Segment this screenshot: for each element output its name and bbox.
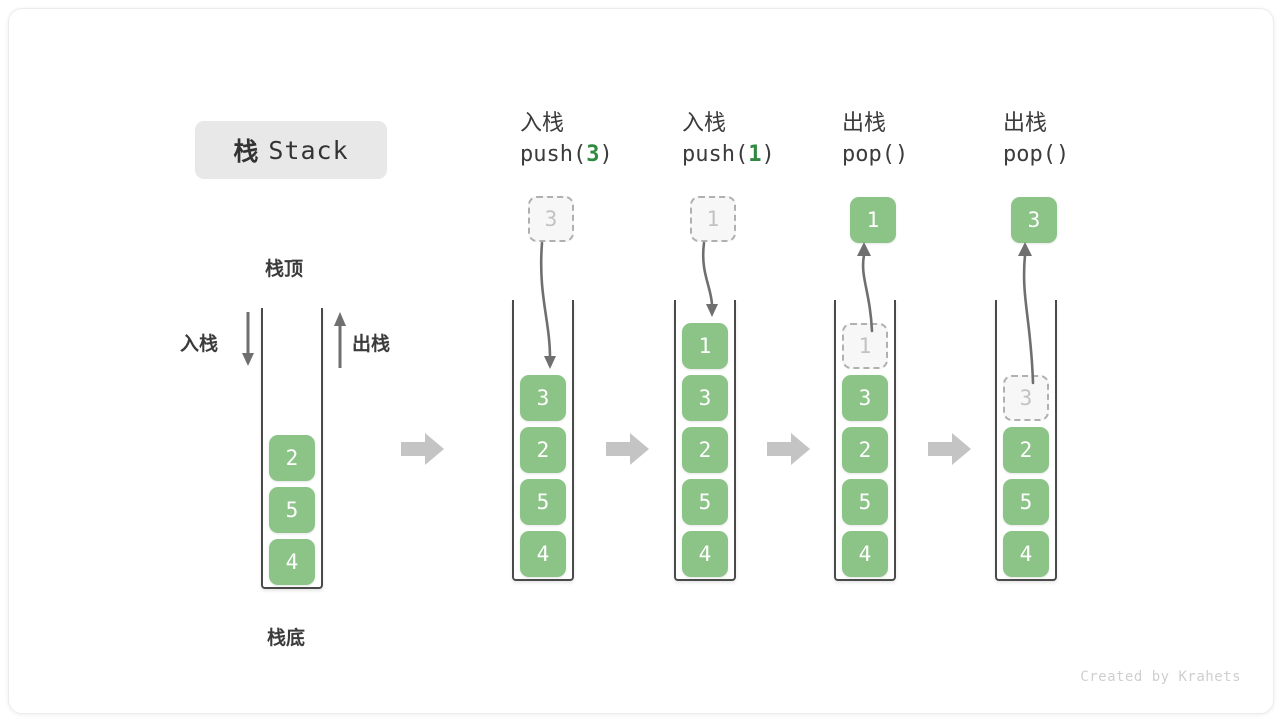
stack-cells-pop-1: 1 3 2 5 4 — [842, 300, 888, 581]
step-header-operation: 出栈 — [842, 111, 887, 136]
reference-stack-cells: 2 5 4 — [269, 308, 315, 589]
stack-cell: 3 — [842, 375, 888, 421]
step-header-call: push(1) — [682, 139, 852, 171]
flow-arrow-push-3-icon — [524, 241, 584, 389]
step-header-operation: 入栈 — [682, 111, 727, 136]
step-header-call: push(3) — [520, 139, 690, 171]
step-header-call: pop() — [842, 139, 1012, 171]
stack-cell: 1 — [682, 323, 728, 369]
stack-cell: 4 — [520, 531, 566, 577]
stack-top-label: 栈顶 — [265, 258, 304, 280]
stack-cells-push-1: 1 3 2 5 4 — [682, 300, 728, 581]
flow-arrow-pop-1-icon — [846, 241, 906, 337]
stack-cell: 2 — [520, 427, 566, 473]
call-close: ) — [761, 142, 775, 167]
step-header-operation: 入栈 — [520, 111, 565, 136]
stack-cells-pop-3: 3 2 5 4 — [1003, 300, 1049, 581]
push-direction-arrow-icon — [239, 312, 257, 368]
stack-cell: 4 — [842, 531, 888, 577]
watermark: Created by Krahets — [1080, 669, 1241, 685]
stack-cell: 5 — [1003, 479, 1049, 525]
popped-element-pop-1: 1 — [850, 197, 896, 243]
step-header-pop-3: 出栈 pop() — [1003, 109, 1173, 171]
call-close: ) — [894, 142, 909, 167]
pop-direction-arrow-icon — [331, 312, 349, 368]
flow-arrow-push-1-icon — [686, 241, 746, 337]
incoming-element-push-3: 3 — [528, 196, 574, 242]
stack-cells-push-3: 3 2 5 4 — [520, 300, 566, 581]
stack-cell: 3 — [682, 375, 728, 421]
step-transition-arrow-icon — [928, 431, 972, 467]
stack-bottom-label: 栈底 — [267, 627, 306, 649]
stack-cell: 5 — [682, 479, 728, 525]
stack-cell: 4 — [269, 539, 315, 585]
stack-cell: 3 — [1003, 375, 1049, 421]
title-en: Stack — [268, 135, 349, 165]
call-name: pop( — [1003, 142, 1056, 167]
call-close: ) — [599, 142, 613, 167]
step-header-operation: 出栈 — [1003, 111, 1048, 136]
stack-cell: 1 — [842, 323, 888, 369]
stack-cell: 2 — [842, 427, 888, 473]
step-header-push-1: 入栈 push(1) — [682, 109, 852, 171]
stack-cell: 2 — [1003, 427, 1049, 473]
stack-cell: 4 — [682, 531, 728, 577]
step-transition-arrow-icon — [401, 431, 445, 467]
stack-cell: 5 — [842, 479, 888, 525]
stack-cell: 3 — [520, 375, 566, 421]
call-argument: 1 — [748, 142, 762, 167]
call-name: pop( — [842, 142, 895, 167]
call-argument: 3 — [586, 142, 600, 167]
popped-element-pop-3: 3 — [1011, 197, 1057, 243]
incoming-element-push-1: 1 — [690, 196, 736, 242]
step-header-call: pop() — [1003, 139, 1173, 171]
stack-cell: 2 — [682, 427, 728, 473]
call-name: push( — [520, 142, 587, 167]
call-close: ) — [1055, 142, 1070, 167]
stack-cell: 2 — [269, 435, 315, 481]
pop-legend-label: 出栈 — [352, 333, 391, 355]
title-cn: 栈 — [233, 137, 260, 166]
stack-cell: 4 — [1003, 531, 1049, 577]
stack-cell: 5 — [520, 479, 566, 525]
step-header-push-3: 入栈 push(3) — [520, 109, 690, 171]
stack-cell: 5 — [269, 487, 315, 533]
step-transition-arrow-icon — [606, 431, 650, 467]
step-transition-arrow-icon — [767, 431, 811, 467]
call-name: push( — [682, 142, 749, 167]
step-header-pop-1: 出栈 pop() — [842, 109, 1012, 171]
push-legend-label: 入栈 — [180, 333, 219, 355]
flow-arrow-pop-3-icon — [1007, 241, 1067, 389]
title-badge: 栈 Stack — [195, 121, 387, 179]
